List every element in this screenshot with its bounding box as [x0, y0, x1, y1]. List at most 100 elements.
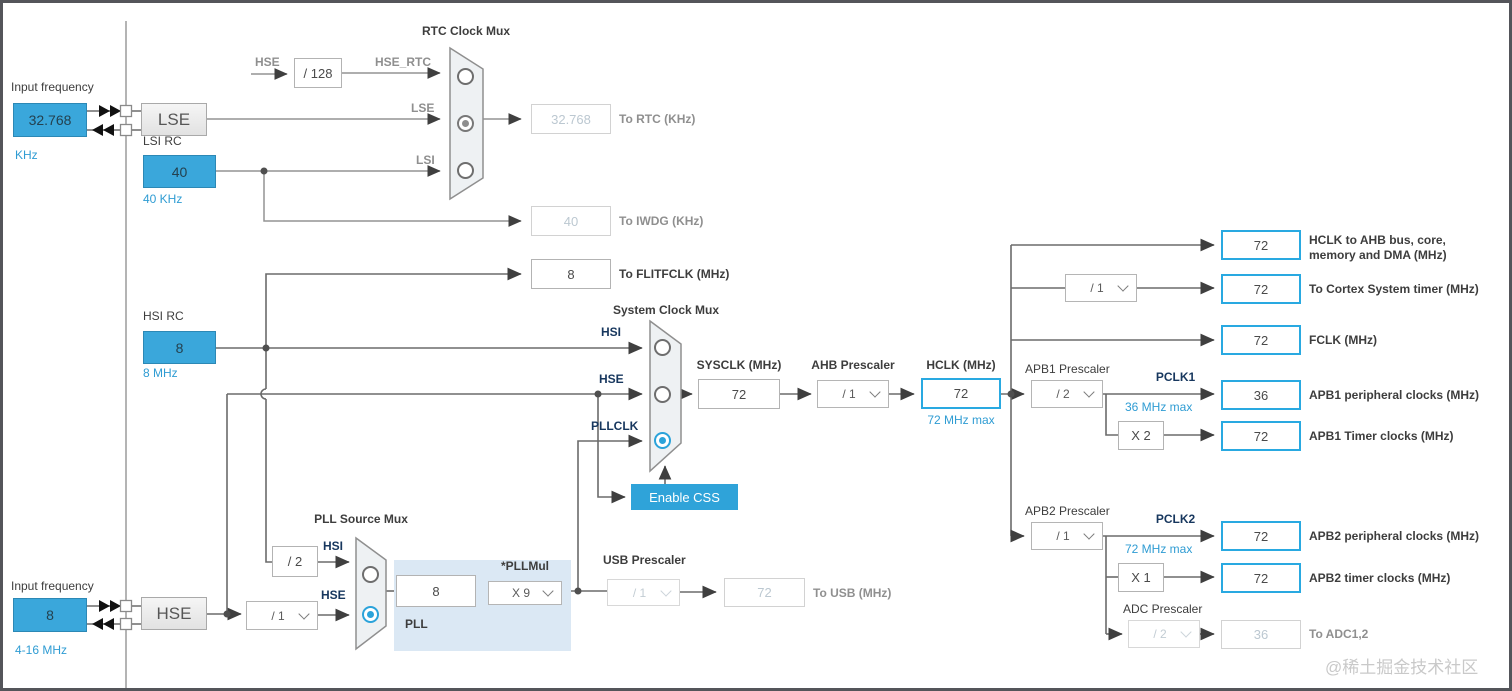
- lsi-unit-label: 40 KHz: [143, 192, 183, 206]
- sysmux-radio-hsi[interactable]: [654, 339, 671, 356]
- to-iwdg-label: To IWDG (KHz): [619, 214, 704, 228]
- rtc-lse-signal-label: LSE: [411, 101, 435, 115]
- pllmux-hsi-signal-label: HSI: [323, 539, 344, 553]
- hclk-ahb-bus-label-line1: HCLK to AHB bus, core,: [1309, 233, 1446, 247]
- sysmux-hse-signal-label: HSE: [599, 372, 624, 386]
- chevron-down-icon: [1083, 386, 1095, 398]
- chevron-down-icon: [1117, 280, 1129, 292]
- lse-input-frequency-label: Input frequency: [11, 80, 94, 94]
- pllmul-dropdown[interactable]: X 9: [488, 581, 562, 605]
- enable-css-button[interactable]: Enable CSS: [631, 484, 738, 510]
- apb1-timer-multiplier-box: X 2: [1118, 421, 1164, 450]
- hse-input-frequency-field[interactable]: 8: [13, 598, 87, 632]
- adc-prescaler-value: / 2: [1153, 627, 1167, 641]
- apb2-prescaler-dropdown[interactable]: / 1: [1031, 522, 1103, 550]
- hclk-value-box[interactable]: 72: [921, 378, 1001, 409]
- sysclk-label: SYSCLK (MHz): [696, 358, 782, 372]
- rtc-mux-radio-lse[interactable]: [457, 115, 474, 132]
- apb1-prescaler-dropdown[interactable]: / 2: [1031, 380, 1103, 408]
- to-iwdg-value-box: 40: [531, 206, 611, 236]
- pll-label: PLL: [405, 617, 428, 631]
- pllmux-radio-hse[interactable]: [362, 606, 379, 623]
- ahb-prescaler-dropdown[interactable]: / 1: [817, 380, 889, 408]
- pllmul-label: *PLLMul: [501, 559, 549, 573]
- apb2-peripheral-label: APB2 peripheral clocks (MHz): [1309, 529, 1480, 543]
- hclk-ahb-bus-value-box: 72: [1221, 230, 1301, 260]
- pll-source-mux-shape: [355, 536, 387, 651]
- apb1-peripheral-value-box: 36: [1221, 380, 1301, 410]
- hclk-max-label: 72 MHz max: [927, 413, 995, 427]
- sysmux-radio-hse[interactable]: [654, 386, 671, 403]
- pll-hse-divider-value: / 1: [271, 608, 285, 623]
- chevron-down-icon: [298, 607, 310, 620]
- rtc-lsi-signal-label: LSI: [416, 153, 435, 167]
- apb2-prescaler-value: / 1: [1056, 529, 1070, 543]
- hse-input-frequency-label: Input frequency: [11, 579, 94, 593]
- adc-prescaler-dropdown[interactable]: / 2: [1128, 620, 1200, 648]
- pclk2-label: PCLK2: [1155, 512, 1196, 526]
- usb-prescaler-label: USB Prescaler: [603, 553, 686, 567]
- lsi-rc-label: LSI RC: [143, 134, 182, 148]
- hsi-frequency-field: 8: [143, 331, 216, 364]
- fclk-value-box: 72: [1221, 325, 1301, 355]
- chevron-down-icon: [660, 584, 672, 597]
- apb1-peripheral-label: APB1 peripheral clocks (MHz): [1309, 388, 1480, 402]
- pllmul-value: X 9: [511, 586, 530, 600]
- hclk-label: HCLK (MHz): [926, 358, 996, 372]
- usb-label: To USB (MHz): [813, 586, 892, 600]
- system-clock-mux-title: System Clock Mux: [612, 303, 720, 317]
- usb-prescaler-dropdown[interactable]: / 1: [607, 579, 680, 606]
- rtc-mux-radio-lsi[interactable]: [457, 162, 474, 179]
- rtc-clock-mux-title: RTC Clock Mux: [421, 24, 510, 38]
- fclk-label: FCLK (MHz): [1309, 333, 1377, 347]
- hsi-rc-label: HSI RC: [143, 309, 184, 323]
- apb2-prescaler-label: APB2 Prescaler: [1025, 504, 1110, 518]
- sysclk-value-box[interactable]: 72: [698, 379, 780, 409]
- chevron-down-icon: [542, 585, 554, 597]
- lse-oscillator-box: LSE: [141, 103, 207, 136]
- pclk2-max-label: 72 MHz max: [1125, 542, 1193, 556]
- apb1-timer-label: APB1 Timer clocks (MHz): [1309, 429, 1454, 443]
- apb1-timer-value-box: 72: [1221, 421, 1301, 451]
- pllmux-radio-hsi[interactable]: [362, 566, 379, 583]
- sysmux-radio-pllclk[interactable]: [654, 432, 671, 449]
- chevron-down-icon: [1180, 626, 1192, 638]
- rtc-hse-divider-box: / 128: [294, 58, 342, 88]
- hse-rtc-signal-label: HSE_RTC: [375, 55, 432, 69]
- pllmux-hse-signal-label: HSE: [321, 588, 346, 602]
- to-rtc-value-box: 32.768: [531, 104, 611, 134]
- pll-hse-divider-dropdown[interactable]: / 1: [246, 601, 318, 630]
- pclk1-label: PCLK1: [1155, 370, 1196, 384]
- watermark: @稀土掘金技术社区: [1325, 658, 1479, 677]
- rtc-hse-label: HSE: [255, 55, 280, 69]
- chevron-down-icon: [1083, 528, 1095, 540]
- lse-unit-label: KHz: [15, 148, 38, 162]
- pll-input-value-box: 8: [396, 575, 476, 607]
- pclk1-max-label: 36 MHz max: [1125, 400, 1193, 414]
- adc-label: To ADC1,2: [1309, 627, 1369, 641]
- ahb-prescaler-label: AHB Prescaler: [811, 358, 895, 372]
- lse-input-frequency-field[interactable]: 32.768: [13, 103, 87, 137]
- apb2-peripheral-value-box: 72: [1221, 521, 1301, 551]
- cortex-timer-value-box: 72: [1221, 274, 1301, 304]
- apb2-timer-label: APB2 timer clocks (MHz): [1309, 571, 1451, 585]
- cortex-timer-label: To Cortex System timer (MHz): [1309, 282, 1479, 296]
- rtc-mux-radio-hse-rtc[interactable]: [457, 68, 474, 85]
- hse-range-label: 4-16 MHz: [15, 643, 68, 657]
- cortex-prescaler-dropdown[interactable]: / 1: [1065, 274, 1137, 302]
- usb-value-box: 72: [724, 578, 805, 607]
- adc-value-box: 36: [1221, 620, 1301, 649]
- apb2-timer-value-box: 72: [1221, 563, 1301, 593]
- adc-prescaler-label: ADC Prescaler: [1123, 602, 1203, 616]
- to-rtc-label: To RTC (KHz): [619, 112, 696, 126]
- pll-hsi-divider-box: / 2: [272, 546, 318, 577]
- pll-source-mux-title: PLL Source Mux: [314, 512, 408, 526]
- usb-prescaler-value: / 1: [632, 585, 647, 600]
- ahb-prescaler-value: / 1: [842, 387, 856, 401]
- apb2-timer-multiplier-box: X 1: [1118, 563, 1164, 592]
- apb1-prescaler-value: / 2: [1056, 387, 1070, 401]
- hclk-ahb-bus-label-line2: memory and DMA (MHz): [1309, 248, 1447, 262]
- lsi-frequency-field: 40: [143, 155, 216, 188]
- hse-oscillator-box: HSE: [141, 597, 207, 630]
